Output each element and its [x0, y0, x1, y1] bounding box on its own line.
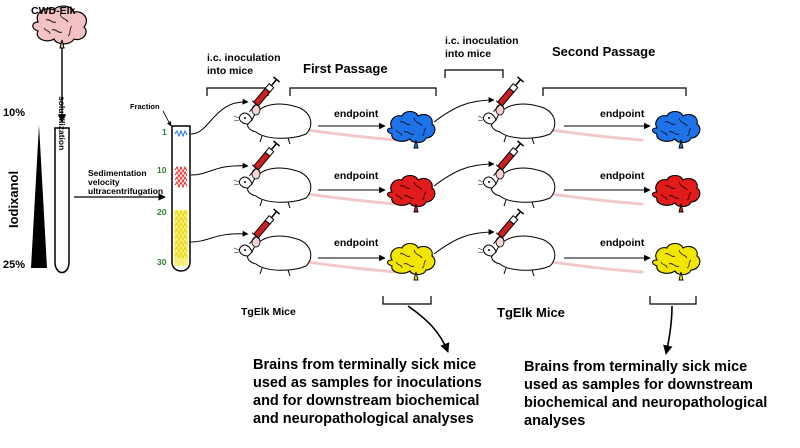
caption-right-line-3: biochemical and neuropathological [524, 395, 768, 411]
source-brain-icon [32, 5, 87, 49]
endpoint-label-row-1-a: endpoint [334, 108, 379, 120]
mouse-icon-p2-row-2 [477, 167, 644, 209]
brain-icon-p1-red [386, 174, 436, 213]
syringe-icon-p2-row-3 [493, 208, 525, 244]
inoculation-label-1-line-1: i.c. inoculation [207, 52, 281, 64]
brain-icon-p1-yellow [386, 242, 436, 281]
mouse-icon-p2-row-3 [477, 235, 644, 277]
second-passage-bracket [542, 87, 687, 96]
fraction-to-syringe-arrow-3 [190, 230, 249, 243]
gradient-top-pct: 10% [3, 107, 26, 119]
inoculation-bracket-2 [444, 69, 504, 78]
solubilization-label: solubilization [57, 96, 67, 151]
first-passage-label: First Passage [303, 61, 388, 76]
brain-group-bracket-1 [382, 296, 432, 305]
syringe-icon-p2-row-2 [493, 140, 525, 176]
source-label: CWD-Elk [31, 5, 76, 17]
mice-label-1: TgElk Mice [241, 306, 296, 318]
sedimentation-label-line-2: velocity [88, 177, 120, 187]
gradient-triangle-icon [31, 125, 47, 268]
inoculation-label-1-line-2: into mice [207, 65, 254, 77]
sedimentation-label-line-1: Sedimentation [88, 168, 147, 178]
brain-icon-p2-blue [651, 110, 701, 149]
endpoint-label-row-3-b: endpoint [600, 237, 645, 249]
brain-to-syringe-arrow-2 [433, 161, 495, 187]
syringe-icon-p1-row-3 [249, 208, 281, 244]
caption-left-line-2: used as samples for inoculations [253, 375, 482, 391]
caption-arrow-right [663, 305, 673, 355]
caption-right-line-1: Brains from terminally sick mice [524, 359, 748, 375]
syringe-icon-p1-row-1 [249, 76, 281, 112]
dynamic-layer [190, 76, 701, 281]
caption-left-line-1: Brains from terminally sick mice [253, 357, 477, 373]
fraction-tube-icon [162, 110, 191, 272]
caption-left-line-4: and neuropathological analyses [253, 411, 474, 427]
gradient-medium-label: Iodixanol [6, 170, 21, 228]
fraction-number-10: 10 [157, 165, 167, 175]
syringe-icon-p2-row-1 [493, 76, 525, 112]
mouse-icon-p1-row-1 [233, 103, 400, 145]
endpoint-label-row-1-b: endpoint [600, 108, 645, 120]
brain-icon-p2-red [651, 174, 701, 213]
inoculation-label-2-line-1: i.c. inoculation [445, 35, 519, 47]
fraction-number-20: 20 [157, 207, 167, 217]
first-passage-bracket [289, 87, 437, 96]
brain-group-bracket-2 [649, 296, 697, 305]
endpoint-label-row-2-a: endpoint [334, 170, 379, 182]
endpoint-label-row-2-b: endpoint [600, 170, 645, 182]
sedimentation-label-line-3: ultracentrifugation [88, 186, 164, 196]
caption-right-line-2: used as samples for downstream [524, 377, 753, 393]
inoculation-label-2-line-2: into mice [445, 48, 492, 60]
caption-left-line-3: and for downstream biochemical [253, 393, 480, 409]
mouse-icon-p2-row-1 [477, 103, 644, 145]
mouse-icon-p1-row-2 [233, 167, 400, 209]
brain-icon-p1-blue [386, 110, 436, 149]
mouse-icon-p1-row-3 [233, 235, 400, 277]
caption-right-line-4: analyses [524, 413, 586, 429]
brain-to-syringe-arrow-3 [433, 229, 495, 255]
brain-to-syringe-arrow-1 [433, 97, 495, 123]
endpoint-label-row-3-a: endpoint [334, 237, 379, 249]
fraction-number-1: 1 [162, 127, 167, 137]
inoculation-bracket-1 [206, 87, 269, 96]
syringe-icon-p1-row-2 [249, 140, 281, 176]
centrifuge-tube-icon [54, 127, 70, 274]
fraction-to-syringe-arrow-1 [190, 98, 249, 135]
fraction-label: Fraction [130, 102, 160, 111]
mice-label-2: TgElk Mice [497, 305, 565, 320]
brain-icon-p2-yellow [651, 242, 701, 281]
fraction-number-30: 30 [157, 257, 167, 267]
gradient-bottom-pct: 25% [3, 259, 26, 271]
caption-arrow-left [407, 305, 450, 353]
fraction-to-syringe-arrow-2 [190, 162, 249, 176]
second-passage-label: Second Passage [552, 44, 656, 59]
